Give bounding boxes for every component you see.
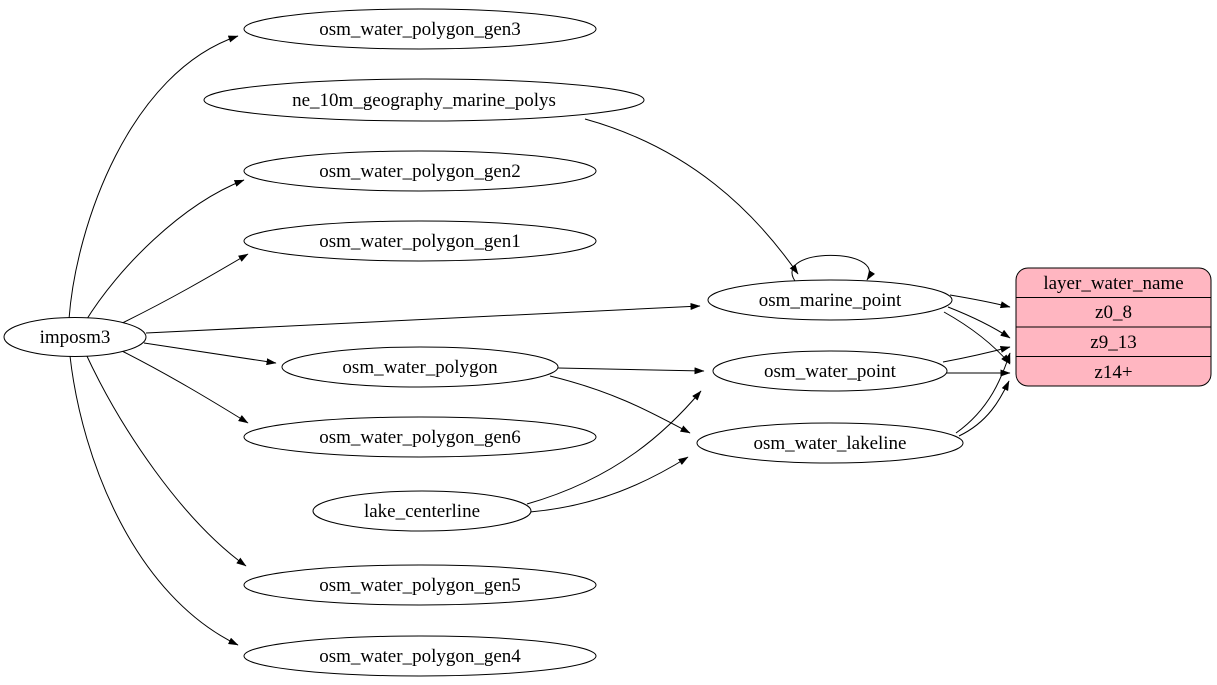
node-osm_water_polygon_gen2-label: osm_water_polygon_gen2 xyxy=(319,161,521,182)
edge-osm_water_lakeline-z9_13 xyxy=(955,352,1011,434)
edge-imposm3-osm_water_polygon_gen5 xyxy=(84,351,247,567)
node-lake_centerline: lake_centerline xyxy=(312,490,532,532)
node-osm_water_polygon_gen6: osm_water_polygon_gen6 xyxy=(243,416,597,458)
node-osm_marine_point-label: osm_marine_point xyxy=(759,290,902,311)
node-osm_water_polygon_gen4-shape xyxy=(243,635,597,677)
node-osm_water_lakeline-shape xyxy=(696,422,964,464)
edges xyxy=(68,35,1011,646)
node-osm_water_polygon-label: osm_water_polygon xyxy=(342,357,498,378)
node-osm_water_point-label: osm_water_point xyxy=(764,361,897,382)
node-osm_water_polygon_gen3-shape xyxy=(243,8,597,50)
edge-imposm3-osm_marine_point xyxy=(145,303,701,334)
record-row-z9_13: z9_13 xyxy=(1090,332,1136,353)
node-osm_water_polygon_gen3-label: osm_water_polygon_gen3 xyxy=(319,19,521,40)
node-osm_water_polygon_gen5-shape xyxy=(243,564,597,606)
node-osm_water_polygon: osm_water_polygon xyxy=(281,346,559,388)
edge-imposm3-osm_water_polygon xyxy=(143,342,277,366)
node-osm_water_lakeline-label: osm_water_lakeline xyxy=(753,433,906,454)
node-osm_water_polygon_gen1-shape xyxy=(243,220,597,262)
node-osm_water_polygon_gen3: osm_water_polygon_gen3 xyxy=(243,8,597,50)
edge-osm_water_lakeline-z14 xyxy=(958,380,1010,437)
edge-imposm3-osm_water_polygon_gen4 xyxy=(69,355,239,646)
node-osm_water_polygon_gen1-label: osm_water_polygon_gen1 xyxy=(319,231,521,252)
edge-osm_water_polygon-osm_water_point xyxy=(557,367,705,375)
node-osm_marine_point: osm_marine_point xyxy=(707,279,953,321)
edge-imposm3-osm_water_polygon_gen1 xyxy=(115,253,249,327)
edge-osm_marine_point-self-loop xyxy=(791,254,876,282)
edge-imposm3-osm_water_polygon_gen2 xyxy=(84,179,245,323)
node-imposm3-shape xyxy=(3,317,147,357)
node-osm_water_polygon_gen6-shape xyxy=(243,416,597,458)
node-osm_water_polygon-shape xyxy=(281,346,559,388)
node-osm_water_polygon_gen5-label: osm_water_polygon_gen5 xyxy=(319,575,521,596)
node-osm_water_polygon_gen4: osm_water_polygon_gen4 xyxy=(243,635,597,677)
node-osm_marine_point-shape xyxy=(707,279,953,321)
node-osm_water_lakeline: osm_water_lakeline xyxy=(696,422,964,464)
node-layer_water_name: layer_water_name z0_8 z9_13 z14+ xyxy=(1015,267,1212,387)
node-lake_centerline-label: lake_centerline xyxy=(364,501,480,522)
node-osm_water_polygon_gen6-label: osm_water_polygon_gen6 xyxy=(319,427,521,448)
node-osm_water_polygon_gen2: osm_water_polygon_gen2 xyxy=(243,150,597,192)
record-title: layer_water_name xyxy=(1043,273,1183,294)
node-imposm3-label: imposm3 xyxy=(40,327,111,348)
node-osm_water_point: osm_water_point xyxy=(712,350,948,392)
edge-osm_water_point-z9_13 xyxy=(942,346,1011,363)
edge-osm_water_polygon-osm_water_lakeline xyxy=(549,375,691,434)
node-osm_water_polygon_gen2-shape xyxy=(243,150,597,192)
node-imposm3: imposm3 xyxy=(3,317,147,357)
node-osm_water_point-shape xyxy=(712,350,948,392)
node-ne_10m_geography_marine_polys: ne_10m_geography_marine_polys xyxy=(203,78,645,122)
node-osm_water_polygon_gen5: osm_water_polygon_gen5 xyxy=(243,564,597,606)
node-ne_10m_geography_marine_polys-label: ne_10m_geography_marine_polys xyxy=(292,90,556,111)
node-lake_centerline-shape xyxy=(312,490,532,532)
edge-imposm3-osm_water_polygon_gen6 xyxy=(115,347,249,424)
edge-ne_10m_geography_marine_polys-osm_marine_point xyxy=(584,118,799,275)
node-osm_water_polygon_gen1: osm_water_polygon_gen1 xyxy=(243,220,597,262)
record-row-z0_8: z0_8 xyxy=(1095,302,1132,323)
edge-lake_centerline-osm_water_lakeline xyxy=(529,456,689,513)
node-osm_water_polygon_gen4-label: osm_water_polygon_gen4 xyxy=(319,646,521,667)
edge-imposm3-osm_water_polygon_gen3 xyxy=(68,35,239,320)
node-ne_10m_geography_marine_polys-shape xyxy=(203,78,645,122)
edge-osm_marine_point-z0_8 xyxy=(949,294,1011,309)
edge-lake_centerline-osm_water_point xyxy=(526,390,702,505)
record-row-z14: z14+ xyxy=(1094,362,1132,383)
edge-osm_marine_point-z9_13 xyxy=(947,306,1011,339)
